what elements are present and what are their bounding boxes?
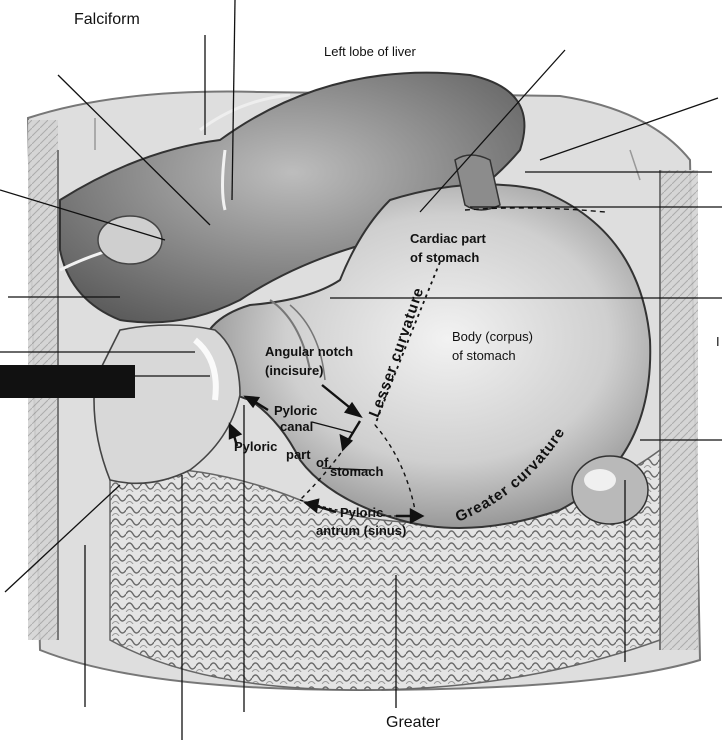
falciform-label: Falciform bbox=[74, 11, 140, 28]
pyloric-part-label-line3: of bbox=[316, 455, 329, 470]
body-of-stomach-label-line2: of stomach bbox=[452, 348, 516, 363]
cardiac-part-label-line2: of stomach bbox=[410, 250, 480, 265]
body-of-stomach-label-line1: Body (corpus) bbox=[452, 329, 533, 344]
angular-notch-label-line1: Angular notch bbox=[265, 344, 354, 359]
cardiac-part-label-line1: Cardiac part bbox=[410, 231, 486, 246]
pyloric-antrum-label-line1: Pyloric bbox=[340, 505, 384, 520]
pyloric-canal-label-line2: canal bbox=[280, 419, 314, 434]
pyloric-part-label-line1: Pyloric bbox=[234, 439, 278, 454]
annotation-arrows bbox=[228, 384, 425, 525]
pyloric-part-label-line4: stomach bbox=[330, 464, 384, 479]
greater-bottom-label: Greater bbox=[386, 714, 441, 731]
edge-fragment-label: I bbox=[716, 334, 720, 349]
pyloric-canal-label-line1: Pyloric bbox=[274, 403, 318, 418]
left-lobe-liver-label: Left lobe of liver bbox=[324, 44, 416, 59]
angular-notch-label-line2: (incisure) bbox=[265, 363, 324, 378]
stomach bbox=[93, 154, 652, 529]
pyloric-antrum-label-line2: antrum (sinus) bbox=[316, 523, 407, 538]
redaction-block bbox=[0, 365, 135, 398]
pyloric-part-label-line2: part bbox=[286, 447, 311, 462]
